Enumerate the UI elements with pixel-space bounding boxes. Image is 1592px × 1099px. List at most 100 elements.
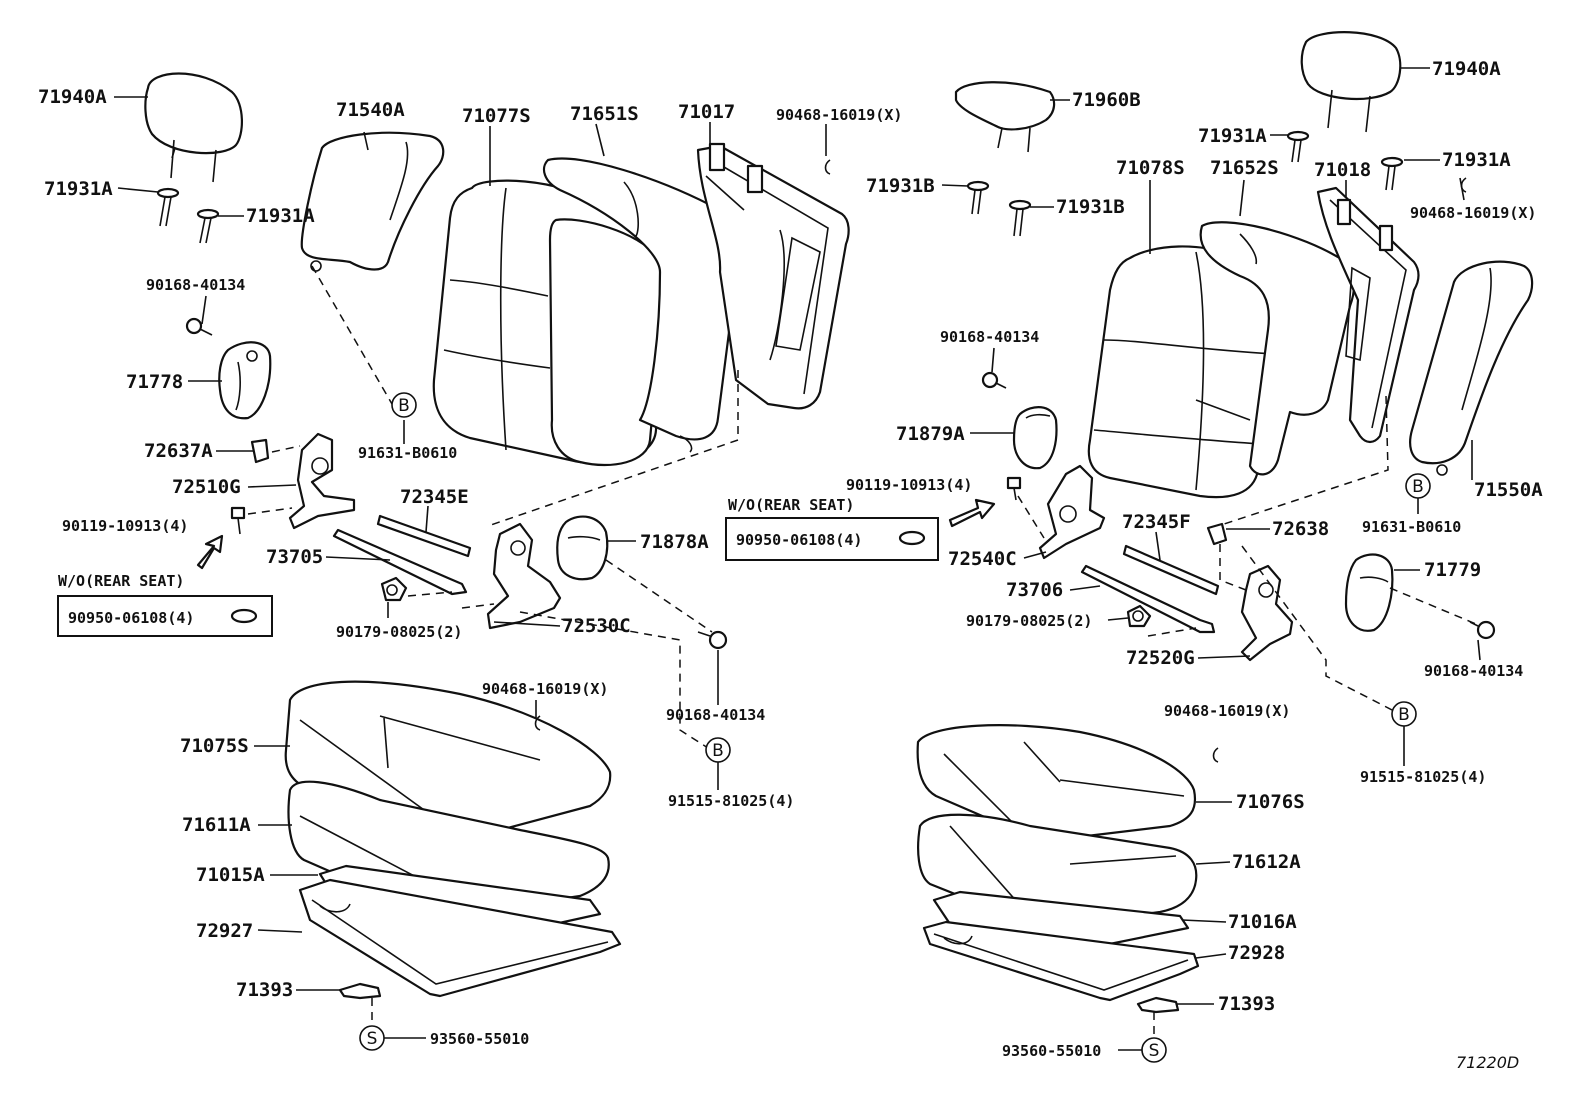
label-90168-right-2: 90168-40134 [1424, 662, 1523, 680]
label-90468-top-left: 90468-16019(X) [776, 106, 902, 124]
label-73706: 73706 [1006, 579, 1063, 601]
part-labels: 71940A 71931A 71931A 90168-40134 71778 7… [38, 58, 1543, 1072]
seatback-frame-71017 [487, 142, 850, 527]
label-72540c: 72540C [948, 548, 1017, 570]
label-91631-left: 91631-B0610 [358, 444, 457, 462]
bolt-71931a-right-1 [1286, 130, 1310, 163]
label-71078s: 71078S [1116, 157, 1185, 179]
marker-b-left: B [391, 392, 417, 418]
marker-b-right1: B [1405, 473, 1431, 499]
label-90179-left: 90179-08025(2) [336, 623, 462, 641]
label-91515-right: 91515-81025(4) [1360, 768, 1486, 786]
label-71612a: 71612A [1232, 851, 1301, 873]
label-71076s: 71076S [1236, 791, 1305, 813]
clip-90468-top-left [824, 159, 831, 175]
bolt-90119-right [1006, 476, 1045, 539]
label-71652s: 71652S [1210, 157, 1279, 179]
label-91631-right: 91631-B0610 [1362, 518, 1461, 536]
clip-72638 [1206, 522, 1247, 591]
label-93560-left: 93560-55010 [430, 1030, 529, 1048]
cover-71879a [1012, 406, 1058, 470]
label-71017: 71017 [678, 101, 735, 123]
label-71015a: 71015A [196, 864, 265, 886]
label-72637a: 72637A [144, 440, 213, 462]
seatback-cover-71077s [432, 179, 664, 467]
label-72530c: 72530C [562, 615, 631, 637]
label-90468-mid-right: 90468-16019(X) [1164, 702, 1290, 720]
seat-frame-72928 [922, 920, 1200, 1002]
label-73705: 73705 [266, 546, 323, 568]
label-71075s: 71075S [180, 735, 249, 757]
seat-cushion-cover-71076s [916, 724, 1197, 840]
label-90168-right-1: 90168-40134 [940, 328, 1039, 346]
svg-text:W/O(REAR SEAT): W/O(REAR SEAT) [728, 496, 854, 514]
cable-73706 [1080, 564, 1216, 637]
headrest-71960b [954, 81, 1056, 153]
diagram-code: 71220D [1456, 1053, 1519, 1072]
label-90168-left: 90168-40134 [146, 276, 245, 294]
label-71550a: 71550A [1474, 479, 1543, 501]
label-90468-mid-left: 90468-16019(X) [482, 680, 608, 698]
bolt-71931a-left-1 [156, 187, 180, 227]
label-71879a: 71879A [896, 423, 965, 445]
label-90168-mid: 90168-40134 [666, 706, 765, 724]
marker-s-left: S [359, 1025, 385, 1051]
clip-90468-top-right [1460, 177, 1467, 193]
label-71931a-left-2: 71931A [246, 205, 315, 227]
rod-72345f [1122, 544, 1220, 596]
label-93560-right: 93560-55010 [1002, 1042, 1101, 1060]
label-71651s: 71651S [570, 103, 639, 125]
bolt-90119-left [230, 506, 293, 535]
label-90179-right: 90179-08025(2) [966, 612, 1092, 630]
svg-text:S: S [367, 1029, 378, 1049]
rod-72345e [376, 514, 472, 558]
label-71931a-right-2: 71931A [1442, 149, 1511, 171]
cable-73705 [332, 528, 468, 597]
clip-90468-mid-right [1212, 747, 1219, 763]
label-71878a: 71878A [640, 531, 709, 553]
label-71931b-2: 71931B [1056, 196, 1125, 218]
screw-90168-left [185, 317, 213, 336]
svg-text:90950-06108(4): 90950-06108(4) [68, 609, 194, 627]
screw-90168-right-2 [1469, 620, 1496, 640]
clip-72637a [250, 438, 270, 464]
seatback-frame-71018 [1223, 186, 1420, 525]
label-72928: 72928 [1228, 942, 1285, 964]
headrest-right [1300, 31, 1402, 133]
headrest-left [144, 72, 243, 183]
label-71779: 71779 [1424, 559, 1481, 581]
arrow-left [196, 534, 224, 570]
screw-90168-mid [697, 630, 728, 705]
recliner-72530c [461, 522, 562, 630]
label-71940a-right: 71940A [1432, 58, 1501, 80]
hinge-72540c [1038, 464, 1106, 560]
svg-text:B: B [1412, 477, 1424, 497]
hinge-72510g [271, 432, 356, 530]
label-72345f: 72345F [1122, 511, 1191, 533]
nut-90179-right [1126, 604, 1152, 628]
label-71393-right: 71393 [1218, 993, 1275, 1015]
label-71960b: 71960B [1072, 89, 1141, 111]
svg-text:W/O(REAR SEAT): W/O(REAR SEAT) [58, 572, 184, 590]
dashline-b-mid [519, 611, 709, 749]
label-71931a-right-1: 71931A [1198, 125, 1267, 147]
bolt-71931a-right-2 [1380, 156, 1404, 191]
side-cover-71550a [1409, 260, 1534, 476]
arrow-right [948, 498, 996, 528]
label-90468-top-right: 90468-16019(X) [1410, 204, 1536, 222]
label-72638: 72638 [1272, 518, 1329, 540]
nut-90179-left [380, 576, 408, 602]
side-cover-71540a [300, 131, 445, 405]
hook-71393-left [338, 982, 382, 1024]
marker-b-right2: B [1391, 701, 1417, 727]
svg-text:B: B [712, 741, 724, 761]
label-90119-left: 90119-10913(4) [62, 517, 188, 535]
seatback-cover-71078s [1087, 245, 1286, 499]
label-71940a-left: 71940A [38, 86, 107, 108]
svg-text:S: S [1149, 1041, 1160, 1061]
cover-71878a [556, 515, 713, 633]
label-71018: 71018 [1314, 159, 1371, 181]
dashline-b-right [1241, 545, 1397, 713]
